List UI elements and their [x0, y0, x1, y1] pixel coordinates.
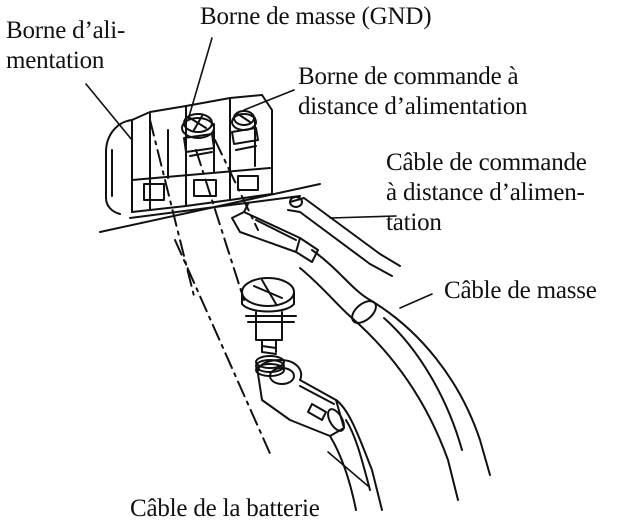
- label-ground-terminal: Borne de masse (GND): [200, 3, 432, 30]
- label-remote-cable: Câble de commande à distance d’alimen- t…: [386, 149, 587, 236]
- terminal-block: [105, 94, 273, 215]
- screw: [241, 277, 297, 355]
- leader-lines: [85, 37, 433, 487]
- surface-line: [129, 195, 301, 219]
- battery-cable: [327, 399, 383, 511]
- fork-terminal: [231, 203, 319, 263]
- remote-wire: [287, 196, 401, 277]
- ground-cable: [299, 249, 491, 501]
- label-power-terminal: Borne d’ali- mentation: [6, 17, 126, 74]
- label-remote-terminal: Borne de commande à distance d’alimentat…: [298, 63, 528, 120]
- label-ground-cable: Câble de masse: [444, 277, 597, 304]
- label-battery-cable: Câble de la batterie: [130, 495, 320, 522]
